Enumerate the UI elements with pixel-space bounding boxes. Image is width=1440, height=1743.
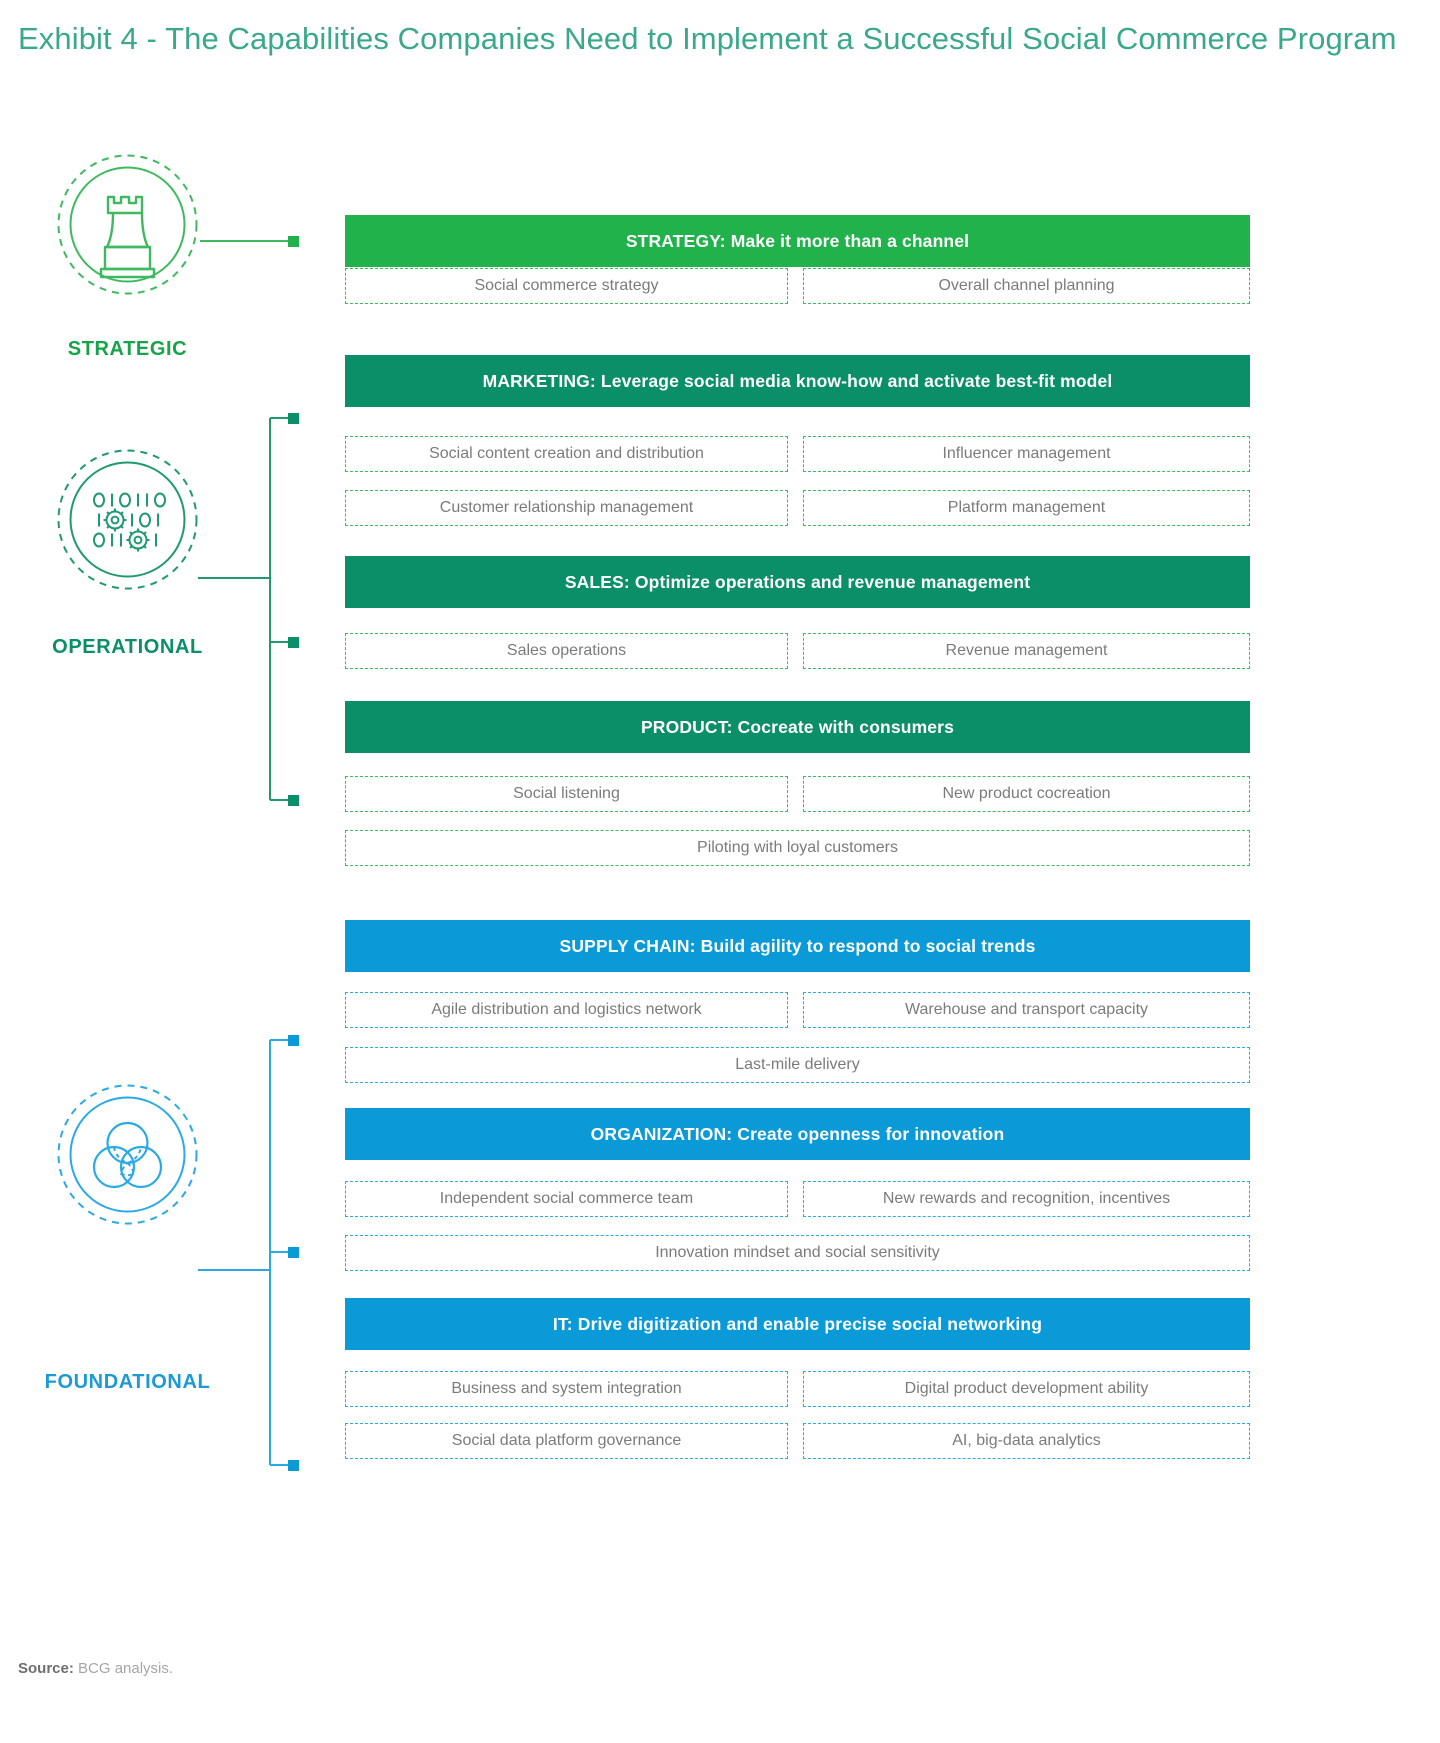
chess-rook-icon	[57, 154, 198, 295]
source-text: BCG analysis.	[73, 1660, 174, 1677]
section-header-strategy[interactable]: STRATEGY: Make it more than a channel	[345, 215, 1250, 267]
subitem-sales-operations[interactable]: Sales operations	[345, 633, 788, 669]
section-header-it[interactable]: IT: Drive digitization and enable precis…	[345, 1298, 1250, 1350]
subitem-revenue-management[interactable]: Revenue management	[803, 633, 1250, 669]
section-header-product[interactable]: PRODUCT: Cocreate with consumers	[345, 701, 1250, 753]
section-header-supply-chain[interactable]: SUPPLY CHAIN: Build agility to respond t…	[345, 920, 1250, 972]
subitem-social-content-creation[interactable]: Social content creation and distribution	[345, 436, 788, 472]
subitem-platform-management[interactable]: Platform management	[803, 490, 1250, 526]
subitem-piloting-with-loyal-customers[interactable]: Piloting with loyal customers	[345, 830, 1250, 866]
section-header-marketing[interactable]: MARKETING: Leverage social media know-ho…	[345, 355, 1250, 407]
subitem-business-system-integration[interactable]: Business and system integration	[345, 1371, 788, 1407]
subitem-ai-big-data-analytics[interactable]: AI, big-data analytics	[803, 1423, 1250, 1459]
strategic-icon-wrap	[55, 152, 200, 302]
subitem-social-listening[interactable]: Social listening	[345, 776, 788, 812]
category-label-strategic: STRATEGIC	[67, 338, 188, 360]
subitem-independent-social-commerce-team[interactable]: Independent social commerce team	[345, 1181, 788, 1217]
section-header-organization[interactable]: ORGANIZATION: Create openness for innova…	[345, 1108, 1250, 1160]
subitem-innovation-mindset[interactable]: Innovation mindset and social sensitivit…	[345, 1235, 1250, 1271]
subitem-digital-product-development[interactable]: Digital product development ability	[803, 1371, 1250, 1407]
subitem-warehouse-transport-capacity[interactable]: Warehouse and transport capacity	[803, 992, 1250, 1028]
operational-icon-wrap	[55, 447, 200, 597]
subitem-customer-relationship-management[interactable]: Customer relationship management	[345, 490, 788, 526]
binary-gears-icon	[57, 449, 198, 590]
category-label-operational: OPERATIONAL	[52, 636, 203, 658]
category-rail: STRATEGIC	[0, 0, 340, 1600]
subitem-social-data-platform-governance[interactable]: Social data platform governance	[345, 1423, 788, 1459]
section-header-sales[interactable]: SALES: Optimize operations and revenue m…	[345, 556, 1250, 608]
subitem-overall-channel-planning[interactable]: Overall channel planning	[803, 268, 1250, 304]
subitem-agile-distribution[interactable]: Agile distribution and logistics network	[345, 992, 788, 1028]
subitem-new-rewards-recognition[interactable]: New rewards and recognition, incentives	[803, 1181, 1250, 1217]
venn-circles-icon	[57, 1084, 198, 1225]
page-title: Exhibit 4 - The Capabilities Companies N…	[18, 21, 1397, 56]
foundational-icon-wrap	[55, 1082, 200, 1232]
source-note: Source: BCG analysis.	[18, 1660, 173, 1677]
category-label-foundational: FOUNDATIONAL	[44, 1371, 211, 1393]
subitem-social-commerce-strategy[interactable]: Social commerce strategy	[345, 268, 788, 304]
subitem-new-product-cocreation[interactable]: New product cocreation	[803, 776, 1250, 812]
source-label: Source:	[18, 1660, 74, 1677]
subitem-influencer-management[interactable]: Influencer management	[803, 436, 1250, 472]
subitem-last-mile-delivery[interactable]: Last-mile delivery	[345, 1047, 1250, 1083]
